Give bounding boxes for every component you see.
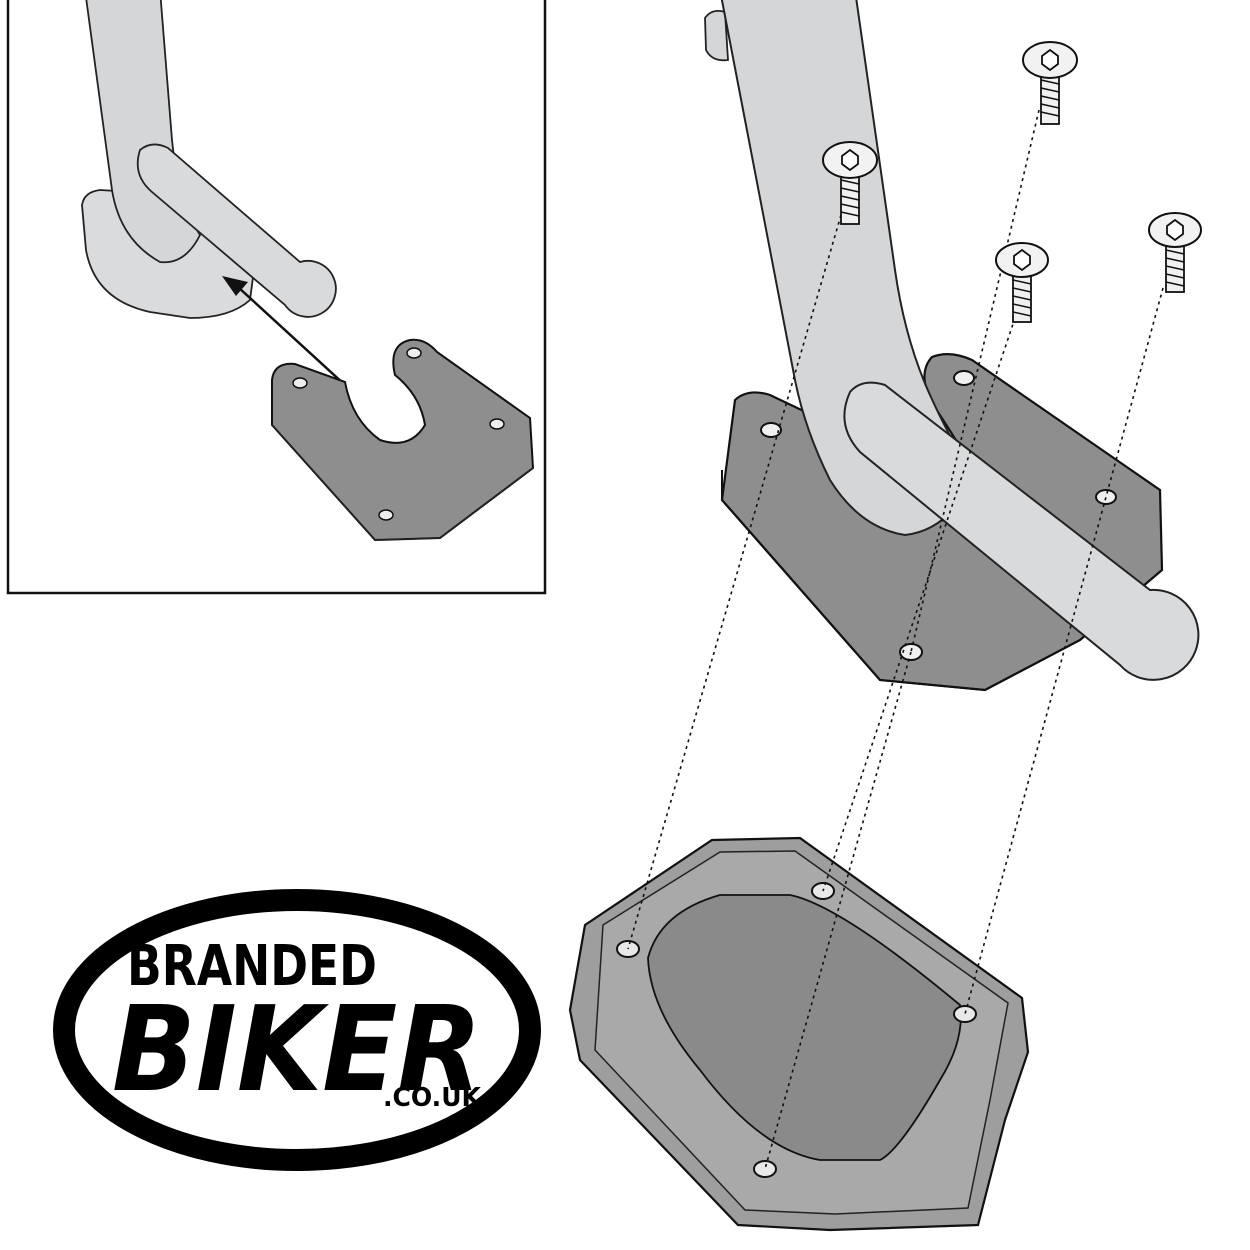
torx-icon xyxy=(1013,248,1031,272)
plate-hole-1 xyxy=(760,422,782,438)
alignment-lines xyxy=(627,109,1164,1170)
inset-hole-3 xyxy=(489,418,505,430)
main-exploded-view xyxy=(568,0,1202,1232)
inset-hole-1 xyxy=(292,377,308,389)
logo-line2: BIKER xyxy=(112,980,482,1118)
inset-hole-2 xyxy=(406,347,422,359)
stand-tab xyxy=(704,9,729,62)
screw-4 xyxy=(1148,212,1202,293)
foot-hole-1 xyxy=(616,940,640,958)
stand-bar xyxy=(843,381,1200,681)
alignment-line-3 xyxy=(822,317,1016,892)
foot-recess xyxy=(647,894,962,1161)
plate-hole-3 xyxy=(1095,489,1117,505)
screw-2 xyxy=(822,141,878,225)
logo-line1: BRANDED xyxy=(127,934,377,999)
inset-arrow-head xyxy=(222,276,248,296)
torx-icon xyxy=(841,148,859,172)
alignment-line-2 xyxy=(627,214,842,950)
inset-hole-4 xyxy=(378,509,394,521)
alignment-line-1 xyxy=(910,109,1040,653)
foot-hole-3 xyxy=(953,1005,977,1023)
inset-panel xyxy=(6,0,547,595)
branded-biker-logo: BRANDED BIKER .CO.UK xyxy=(53,889,541,1171)
torx-icon xyxy=(1041,48,1059,72)
foot-hole-4 xyxy=(753,1160,777,1178)
inset-plate-edge xyxy=(271,424,534,541)
screw-1 xyxy=(1022,41,1078,125)
logo-line3: .CO.UK xyxy=(383,1083,482,1113)
screw-3 xyxy=(995,242,1049,323)
inset-plate xyxy=(271,338,535,542)
inset-stand-bar xyxy=(136,143,337,318)
logo-ellipse xyxy=(53,889,541,1171)
torx-icon xyxy=(1166,218,1184,242)
inset-arrow-line xyxy=(237,286,346,386)
alignment-line-5 xyxy=(764,651,912,1170)
plate-hole-2 xyxy=(953,370,975,386)
